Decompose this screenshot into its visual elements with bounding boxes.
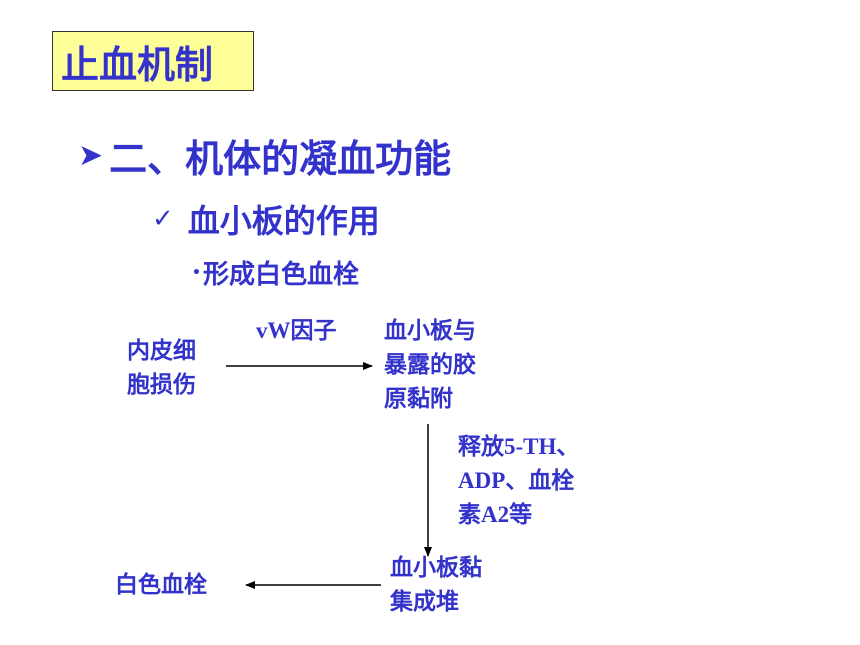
- dot-icon: •: [192, 264, 201, 281]
- section-heading-text: 二、机体的凝血功能: [109, 137, 452, 181]
- node-platelet-adhesion: 血小板与 暴露的胶 原黏附: [384, 318, 476, 412]
- subheading: ✓ 血小板的作用: [152, 196, 380, 242]
- sub-subheading: • 形成白色血栓: [192, 254, 359, 291]
- check-icon: ✓: [152, 204, 174, 234]
- edge-label-release: 释放5-TH、 ADP、血栓 素A2等: [458, 434, 580, 527]
- arrow-bullet-icon: ➤: [78, 138, 104, 173]
- sub-subheading-text: 形成白色血栓: [202, 260, 359, 290]
- edge-label-vwf: vW因子: [256, 318, 337, 343]
- slide-title-text: 止血机制: [61, 42, 214, 87]
- node-endothelial-injury: 内皮细 胞损伤: [127, 338, 196, 398]
- node-platelet-aggregation: 血小板黏 集成堆: [390, 555, 482, 615]
- section-heading: ➤ 二、机体的凝血功能: [78, 128, 451, 183]
- node-white-thrombus: 白色血栓: [115, 572, 207, 598]
- subheading-text: 血小板的作用: [187, 202, 380, 240]
- slide-title: 止血机制: [52, 31, 254, 91]
